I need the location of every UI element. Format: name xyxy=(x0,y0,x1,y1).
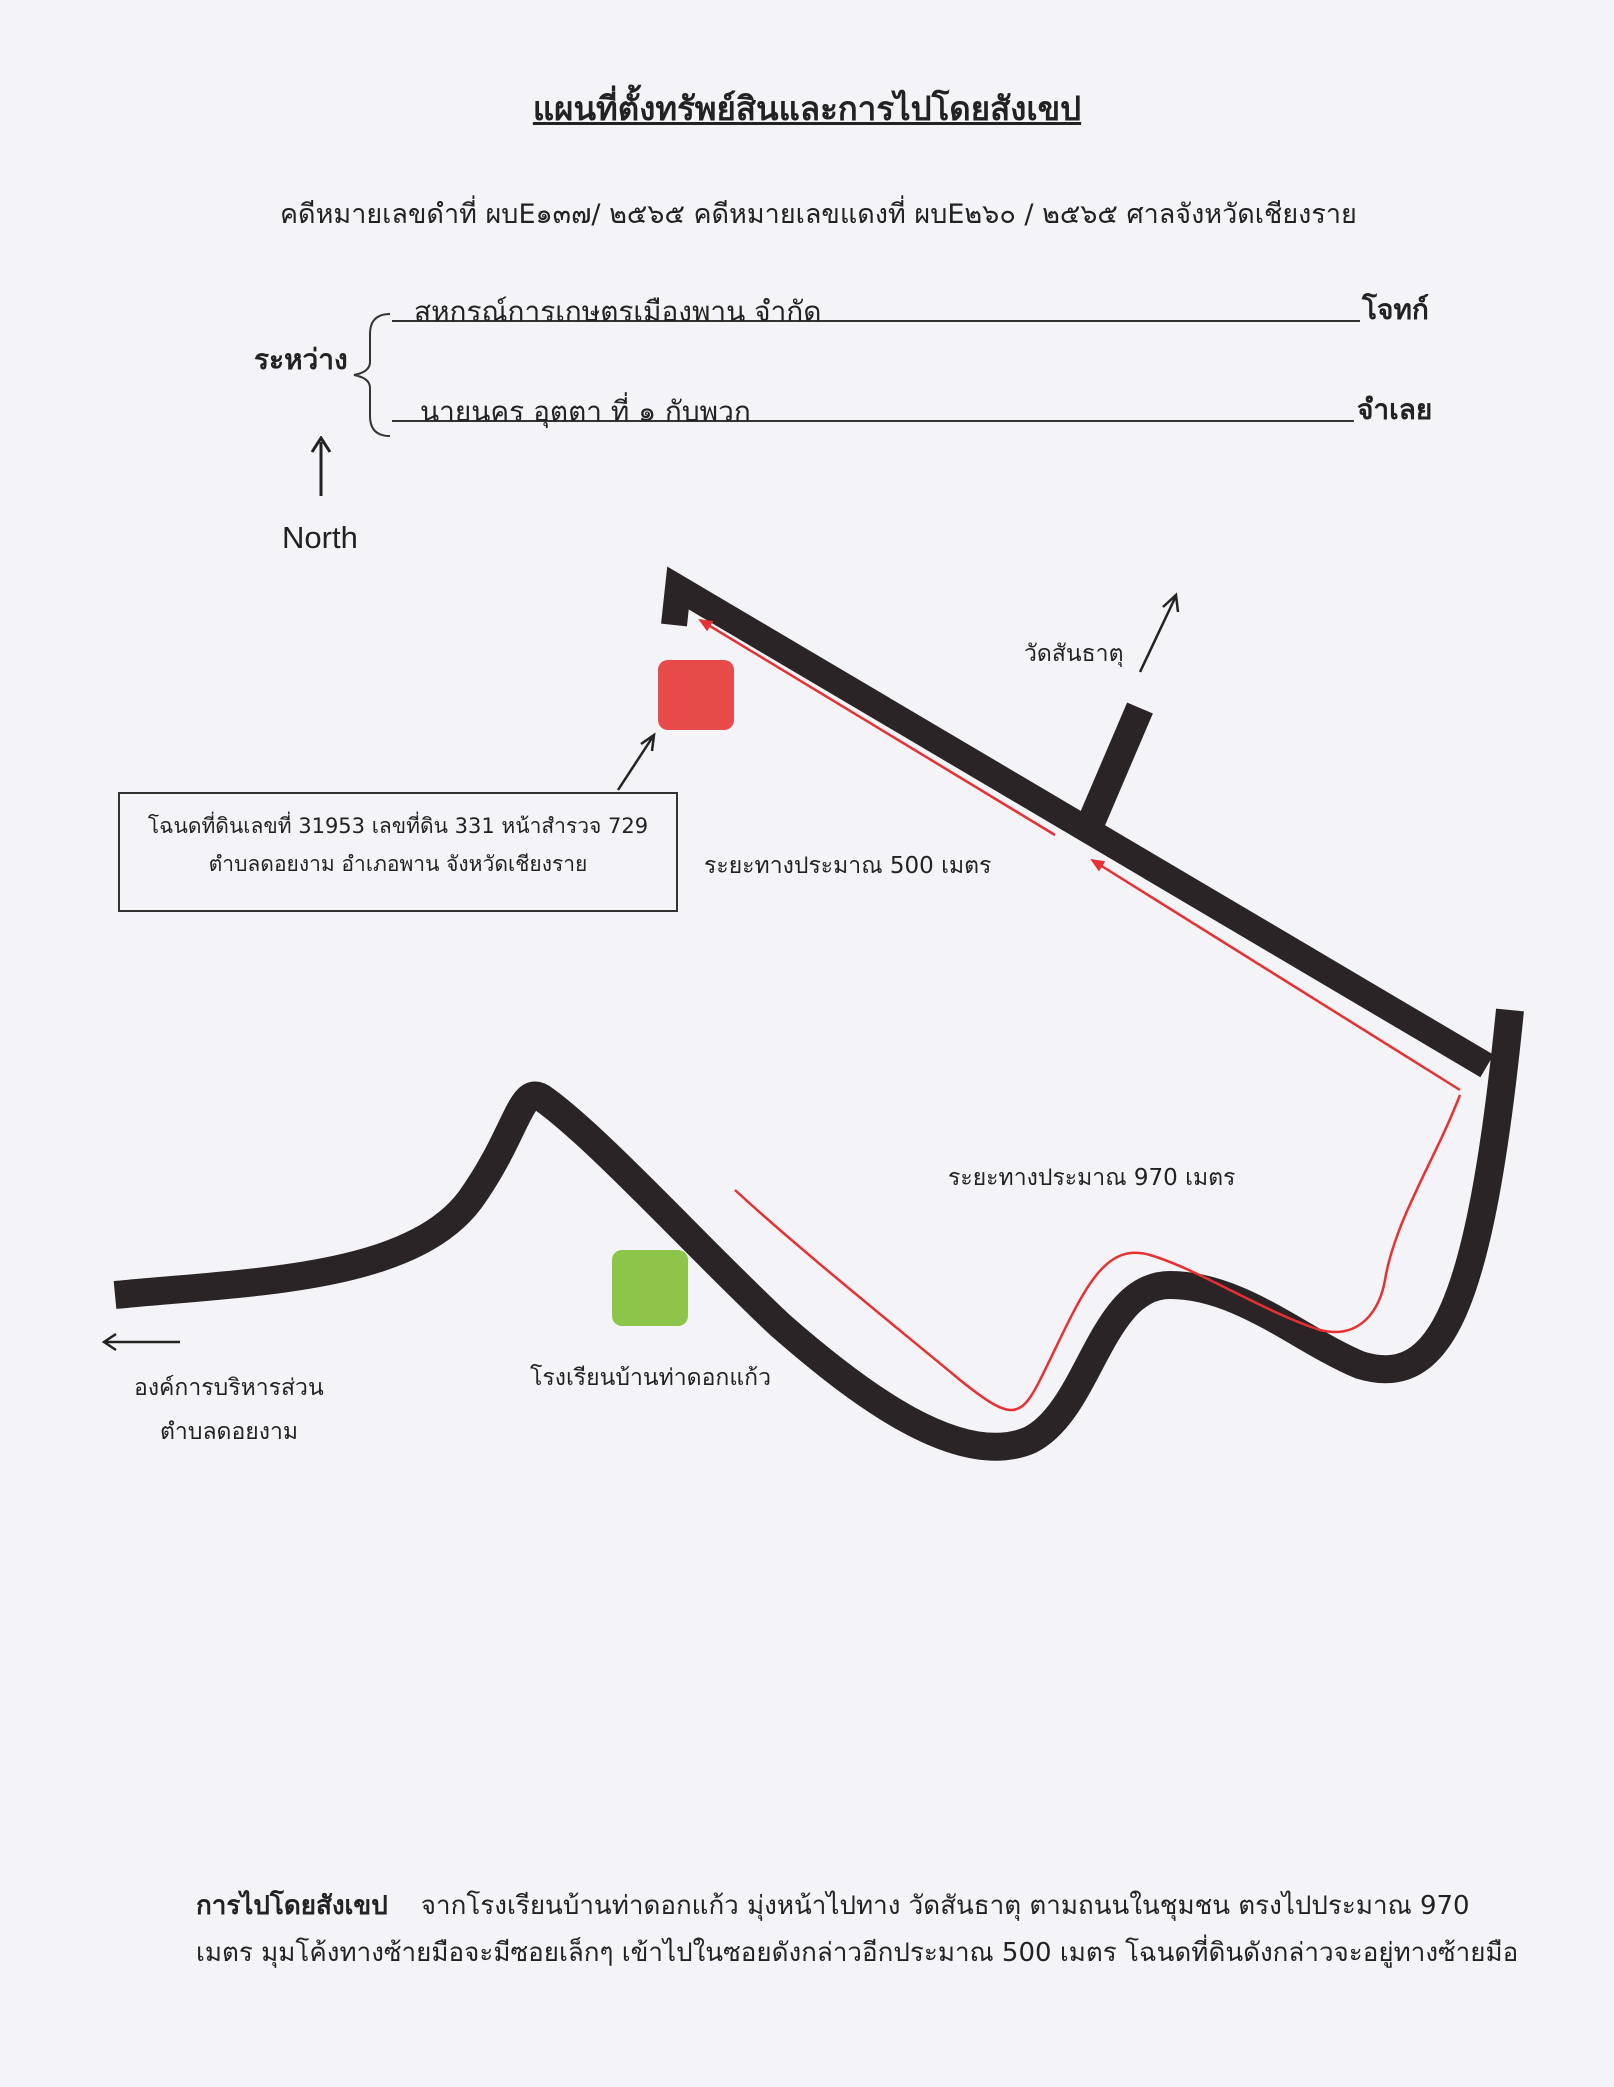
route-arrow-upper xyxy=(698,618,1056,837)
tao-direction-arrowhead xyxy=(101,1332,117,1352)
main-road xyxy=(113,1008,1524,1461)
north-arrow-icon xyxy=(310,436,332,496)
directions-heading: การไปโดยสังเขป xyxy=(196,1891,388,1921)
parcel-deed-label: โฉนดที่ดินเลขที่ 31953 เลขที่ดิน 331 หน้… xyxy=(147,814,649,838)
parcel-pointer-arrowhead xyxy=(640,732,656,752)
temple-label: วัดสันธาตุ xyxy=(1024,641,1124,667)
defendant-name: นายนคร อุตตา ที่ ๑ กับพวก xyxy=(420,395,751,428)
parcel-info-box: โฉนดที่ดินเลขที่ 31953 เลขที่ดิน 331 หน้… xyxy=(118,792,678,912)
temple-direction-arrow xyxy=(1138,597,1177,673)
parcel-location-label: ตำบลดอยงาม อำเภอพาน จังหวัดเชียงราย xyxy=(208,852,588,876)
north-label: North xyxy=(282,520,358,555)
directions-summary-line1: การไปโดยสังเขป จากโรงเรียนบ้านท่าดอกแก้ว… xyxy=(196,1885,1470,1926)
soi-road xyxy=(661,566,1494,1078)
defendant-underline xyxy=(392,420,1354,422)
school-label: โรงเรียนบ้านท่าดอกแก้ว xyxy=(530,1365,772,1391)
distance-500-label: ระยะทางประมาณ 500 เมตร xyxy=(704,853,992,879)
route-path-970m xyxy=(734,1094,1462,1412)
directions-text-1: จากโรงเรียนบ้านท่าดอกแก้ว มุ่งหน้าไปทาง … xyxy=(420,1891,1470,1921)
temple-direction-arrowhead xyxy=(1162,592,1180,613)
case-number-line: คดีหมายเลขดำที่ ผบE๑๓๗/ ๒๕๖๕ คดีหมายเลขแ… xyxy=(280,199,1357,230)
school-marker xyxy=(612,1250,688,1326)
temple-spur-road xyxy=(1074,702,1153,838)
tao-label-line2: ตำบลดอยงาม xyxy=(160,1419,299,1445)
plaintiff-role: โจทก์ xyxy=(1362,293,1429,326)
party-brace xyxy=(353,313,391,437)
plaintiff-name: สหกรณ์การเกษตรเมืองพาน จำกัด xyxy=(414,295,822,328)
route-arrow-lower xyxy=(1090,858,1461,1092)
distance-970-label: ระยะทางประมาณ 970 เมตร xyxy=(948,1165,1236,1191)
parcel-marker xyxy=(658,660,734,730)
map-title: แผนที่ตั้งทรัพย์สินและการไปโดยสังเขป xyxy=(532,89,1082,128)
defendant-role: จำเลย xyxy=(1357,393,1433,426)
parcel-pointer-arrow xyxy=(616,737,654,791)
plaintiff-underline xyxy=(392,320,1360,322)
directions-text-2: เมตร มุมโค้งทางซ้ายมือจะมีซอยเล็กๆ เข้าไ… xyxy=(196,1938,1519,1968)
tao-label-line1: องค์การบริหารส่วน xyxy=(134,1375,324,1401)
between-label: ระหว่าง xyxy=(254,343,348,376)
